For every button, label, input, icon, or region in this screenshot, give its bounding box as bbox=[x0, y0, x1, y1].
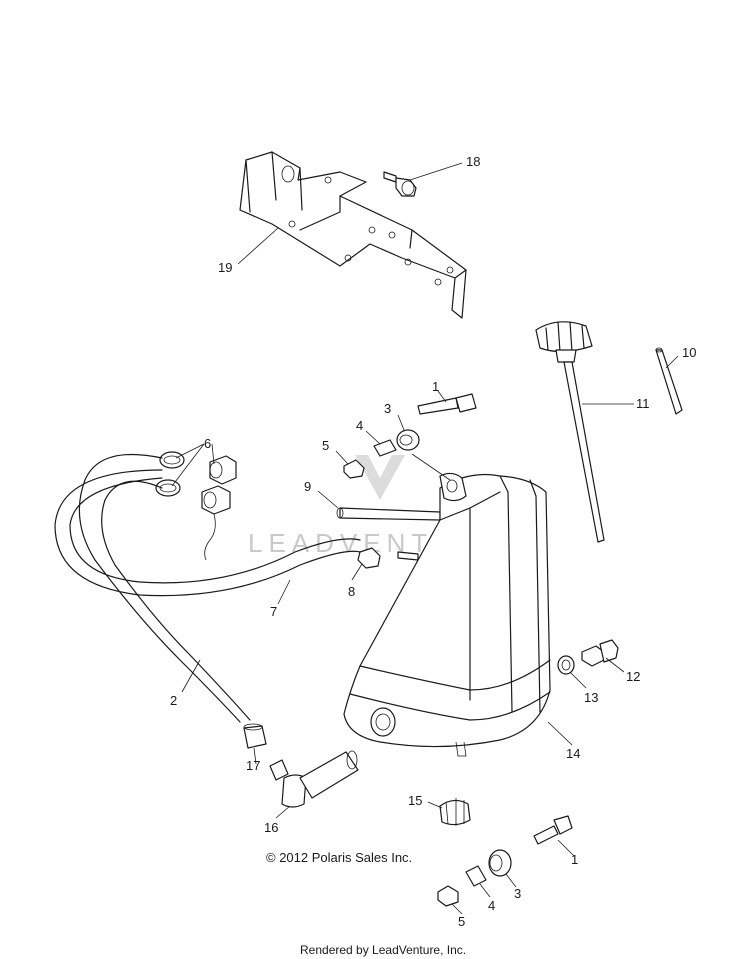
callout-5-lower: 5 bbox=[458, 914, 465, 929]
callout-5-upper: 5 bbox=[322, 438, 329, 453]
washer-13[interactable] bbox=[557, 655, 575, 675]
callout-8: 8 bbox=[348, 584, 355, 599]
render-credit: Rendered by LeadVenture, Inc. bbox=[300, 943, 466, 957]
callout-14: 14 bbox=[566, 746, 580, 761]
pin-10[interactable] bbox=[655, 347, 683, 415]
callouts: 18 19 10 11 1 3 4 6 5 9 8 7 2 12 13 14 1… bbox=[170, 154, 696, 929]
callout-13: 13 bbox=[584, 690, 598, 705]
callout-18: 18 bbox=[466, 154, 480, 169]
hose-2[interactable] bbox=[78, 453, 251, 723]
bolt-1-lower[interactable] bbox=[533, 815, 573, 845]
bolt-18[interactable] bbox=[383, 171, 417, 197]
cap-nut-15[interactable] bbox=[439, 798, 471, 826]
rod-9[interactable] bbox=[336, 507, 441, 521]
callout-4-upper: 4 bbox=[356, 418, 363, 433]
nut-8[interactable] bbox=[357, 547, 381, 569]
clamps-fittings-6[interactable] bbox=[155, 451, 237, 561]
sleeve-4-upper[interactable] bbox=[373, 439, 397, 457]
reservoir-tank-14[interactable] bbox=[343, 472, 551, 757]
callout-3-lower: 3 bbox=[514, 886, 521, 901]
callout-1-upper: 1 bbox=[432, 379, 439, 394]
spacer-3-upper[interactable] bbox=[396, 429, 420, 451]
callout-12: 12 bbox=[626, 669, 640, 684]
hose-7[interactable] bbox=[54, 469, 361, 597]
elbow-fitting-16[interactable] bbox=[269, 750, 359, 808]
callout-11: 11 bbox=[636, 396, 650, 411]
callout-19: 19 bbox=[218, 260, 232, 275]
dipstick-11[interactable] bbox=[535, 321, 605, 543]
fitting-12[interactable] bbox=[581, 639, 619, 667]
leader-lines bbox=[171, 162, 679, 915]
mounting-bracket-19[interactable] bbox=[239, 151, 467, 319]
callout-17: 17 bbox=[246, 758, 260, 773]
callout-1-lower: 1 bbox=[571, 852, 578, 867]
copyright-caption: © 2012 Polaris Sales Inc. bbox=[266, 850, 412, 865]
nut-5-lower[interactable] bbox=[437, 885, 459, 907]
callout-16: 16 bbox=[264, 820, 278, 835]
callout-9: 9 bbox=[304, 479, 311, 494]
nut-5-upper[interactable] bbox=[343, 459, 365, 479]
callout-2: 2 bbox=[170, 693, 177, 708]
spacer-3-lower[interactable] bbox=[488, 849, 512, 877]
sleeve-4-lower[interactable] bbox=[465, 865, 487, 887]
callout-4-lower: 4 bbox=[488, 898, 495, 913]
callout-3-upper: 3 bbox=[384, 401, 391, 416]
sleeve-17[interactable] bbox=[243, 723, 267, 749]
callout-6: 6 bbox=[204, 436, 211, 451]
stud[interactable] bbox=[397, 551, 419, 561]
bolt-1-upper[interactable] bbox=[417, 393, 477, 415]
callout-15: 15 bbox=[408, 793, 422, 808]
callout-10: 10 bbox=[682, 345, 696, 360]
callout-7: 7 bbox=[270, 604, 277, 619]
